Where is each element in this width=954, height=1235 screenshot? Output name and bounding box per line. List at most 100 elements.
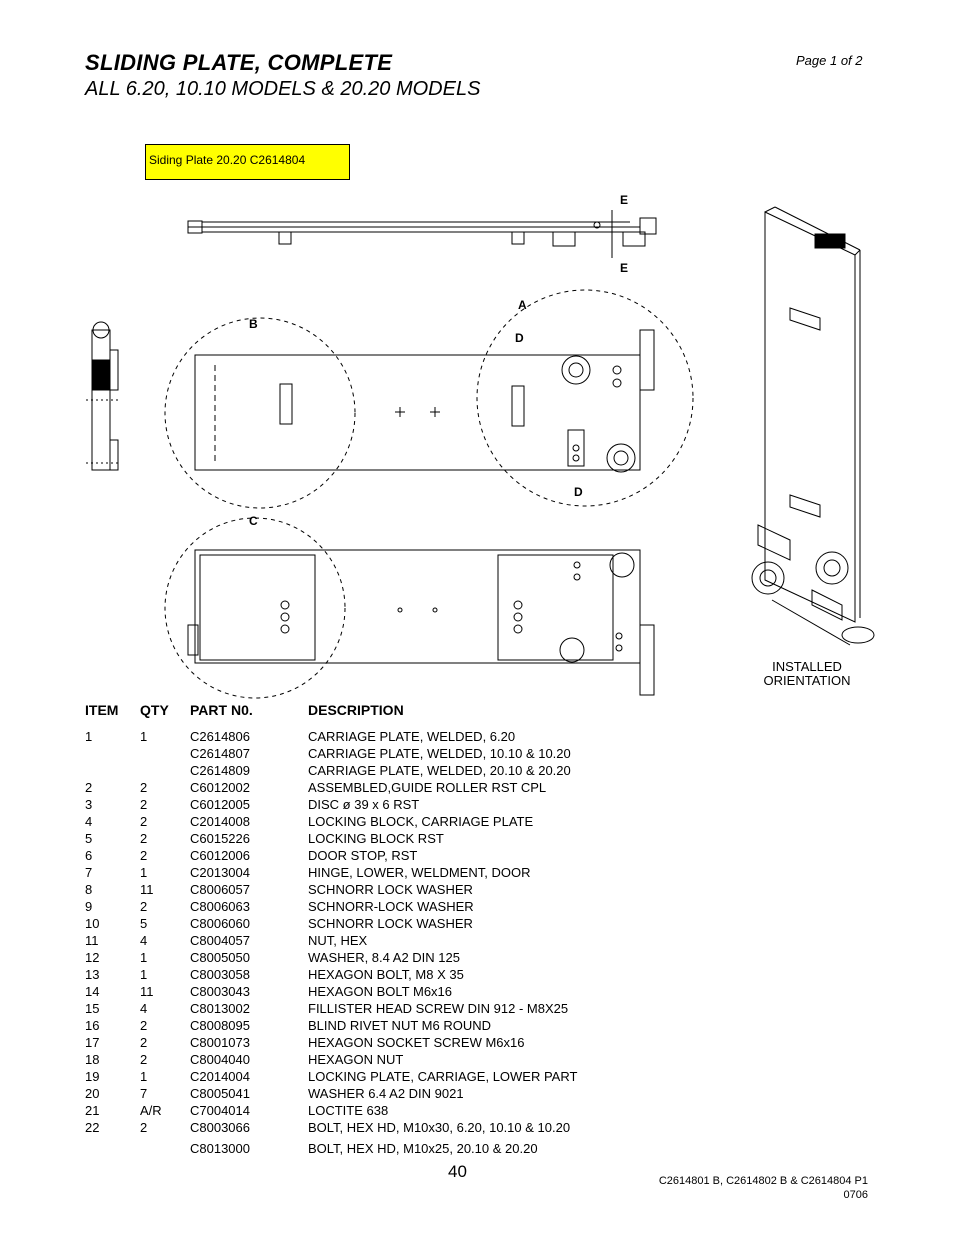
cell-description: CARRIAGE PLATE, WELDED, 10.10 & 10.20 [308,746,571,761]
cell-part: C8006057 [190,882,250,897]
table-row: C2614807 CARRIAGE PLATE, WELDED, 10.10 & … [85,745,685,762]
cell-qty: 2 [140,1035,148,1050]
cell-description: FILLISTER HEAD SCREW DIN 912 - M8X25 [308,1001,569,1016]
cell-part: C6012002 [190,780,250,795]
cell-description: HEXAGON BOLT, M8 X 35 [308,967,464,982]
page-title: SLIDING PLATE, COMPLETE [85,50,393,75]
header-item: ITEM [85,702,119,718]
cell-item: 16 [85,1018,100,1033]
cell-qty: 1 [140,865,148,880]
cell-description: LOCKING BLOCK, CARRIAGE PLATE [308,814,534,829]
cell-qty: 2 [140,848,148,863]
cell-item: 8 [85,882,93,897]
section-label-d-bottom: D [574,485,583,499]
cell-qty: 7 [140,1086,148,1101]
cell-description: SCHNORR-LOCK WASHER [308,899,474,914]
cell-description: SCHNORR LOCK WASHER [308,882,473,897]
doc-ref: C2614801 B, C2614802 B & C2614804 P1 [658,1175,868,1187]
cell-item: 10 [85,916,100,931]
cell-qty: 4 [140,933,148,948]
cell-part: C2614809 [190,763,250,778]
cell-description: HEXAGON BOLT M6x16 [308,984,453,999]
cell-item: 14 [85,984,100,999]
cell-item: 13 [85,967,100,982]
cell-part: C7004014 [190,1103,250,1118]
cell-item: 22 [85,1120,100,1135]
cell-item: 17 [85,1035,100,1050]
cell-qty: 11 [140,984,154,999]
cell-item: 4 [85,814,93,829]
cell-description: CARRIAGE PLATE, WELDED, 20.10 & 20.20 [308,763,571,778]
page-indicator: Page 1 of 2 [796,53,863,68]
top-view [187,210,657,258]
cell-qty: 11 [140,882,154,897]
cell-item: 12 [85,950,100,965]
cell-description: NUT, HEX [308,933,368,948]
cell-item: 6 [85,848,93,863]
cell-description: ASSEMBLED,GUIDE ROLLER RST CPL [308,780,547,795]
table-row: 17 2 C8001073 HEXAGON SOCKET SCREW M6x16 [85,1034,685,1051]
page-subtitle: ALL 6.20, 10.10 MODELS & 20.20 MODELS [85,78,481,100]
cell-description: WASHER, 8.4 A2 DIN 125 [308,950,460,965]
cell-part: C8003043 [190,984,250,999]
cell-part: C8013002 [190,1001,250,1016]
cell-part: C6012006 [190,848,250,863]
cell-item: 5 [85,831,93,846]
cell-part: C8006060 [190,916,250,931]
table-row: 8 11 C8006057 SCHNORR LOCK WASHER [85,881,685,898]
detail-label-a: A [518,298,527,312]
cell-description: DOOR STOP, RST [308,848,418,863]
cell-part: C8004057 [190,933,250,948]
table-row: C2614809 CARRIAGE PLATE, WELDED, 20.10 & … [85,762,685,779]
table-row: 14 11 C8003043 HEXAGON BOLT M6x16 [85,983,685,1000]
cell-description: BOLT, HEX HD, M10x25, 20.10 & 20.20 [308,1141,538,1156]
cell-description: SCHNORR LOCK WASHER [308,916,473,931]
page-number: 40 [448,1162,467,1181]
cell-qty: 2 [140,797,148,812]
cell-part: C2014004 [190,1069,250,1084]
front-view [164,289,694,509]
cell-item: 2 [85,780,93,795]
table-row: 6 2 C6012006 DOOR STOP, RST [85,847,685,864]
cell-part: C8001073 [190,1035,250,1050]
date-code: 0706 [843,1189,868,1201]
cell-qty: 5 [140,916,148,931]
cell-item: 7 [85,865,93,880]
cell-part: C2614806 [190,729,250,744]
installed-orientation-label: INSTALLED ORIENTATION [745,660,869,688]
cell-item: 20 [85,1086,100,1101]
cell-part: C2014008 [190,814,250,829]
cell-description: HEXAGON SOCKET SCREW M6x16 [308,1035,525,1050]
cell-part: C8005050 [190,950,250,965]
cell-description: HINGE, LOWER, WELDMENT, DOOR [308,865,531,880]
cell-part: C2614807 [190,746,250,761]
cell-qty: A/R [140,1103,162,1118]
cell-part: C6012005 [190,797,250,812]
cell-part: C8005041 [190,1086,250,1101]
table-row: 10 5 C8006060 SCHNORR LOCK WASHER [85,915,685,932]
cell-item: 9 [85,899,93,914]
cell-part: C2013004 [190,865,250,880]
cell-qty: 2 [140,831,148,846]
header-qty: QTY [140,702,169,718]
installed-label-line-1: INSTALLED [772,659,842,674]
header-part: PART N0. [190,702,253,718]
cell-description: BOLT, HEX HD, M10x30, 6.20, 10.10 & 10.2… [308,1120,571,1135]
cell-item: 19 [85,1069,100,1084]
cell-item: 15 [85,1001,100,1016]
side-view [86,321,120,471]
